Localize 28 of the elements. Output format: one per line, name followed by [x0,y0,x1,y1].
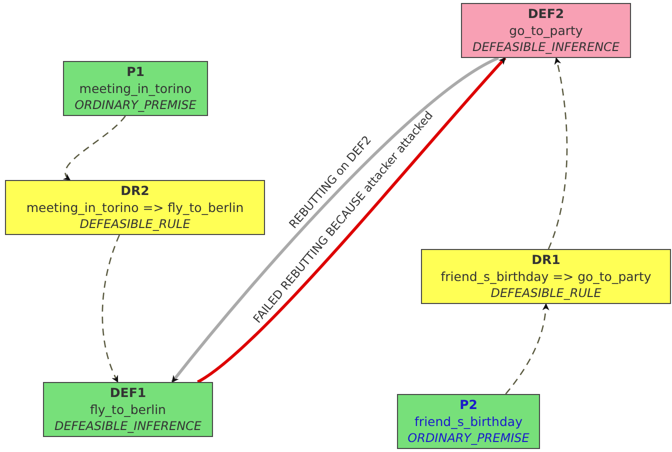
node-type: DEFEASIBLE_INFERENCE [53,418,203,435]
node-statement: meeting_in_torino => fly_to_berlin [25,199,245,216]
arrow [102,234,120,383]
arrow [505,303,550,394]
node-statement: meeting_in_torino [78,80,193,97]
node-title: DR2 [120,182,150,199]
node-statement: fly_to_berlin [89,401,167,418]
node-title: DEF1 [108,384,148,401]
node-title: P2 [458,396,478,413]
node-type: DEFEASIBLE_RULE [490,285,602,302]
node-title: DR1 [530,251,562,268]
node-statement: go_to_party [508,22,584,39]
node-type: DEFEASIBLE_INFERENCE [471,39,621,56]
node-type: ORDINARY_PREMISE [406,430,530,447]
argument-box [5,180,265,235]
argument-box [43,382,213,437]
node-type: ORDINARY_PREMISE [74,97,198,114]
node-statement: friend_s_birthday => go_to_party [440,268,652,285]
argument-box [63,61,208,116]
argument-box [397,394,540,449]
argument-box [421,249,671,304]
arrow [63,116,126,180]
node-title: P1 [126,63,146,80]
node-statement: friend_s_birthday [414,413,524,430]
arrow [548,57,568,250]
argument-box [461,3,631,58]
node-title: DEF2 [526,5,566,22]
node-type: DEFEASIBLE_RULE [78,216,192,233]
